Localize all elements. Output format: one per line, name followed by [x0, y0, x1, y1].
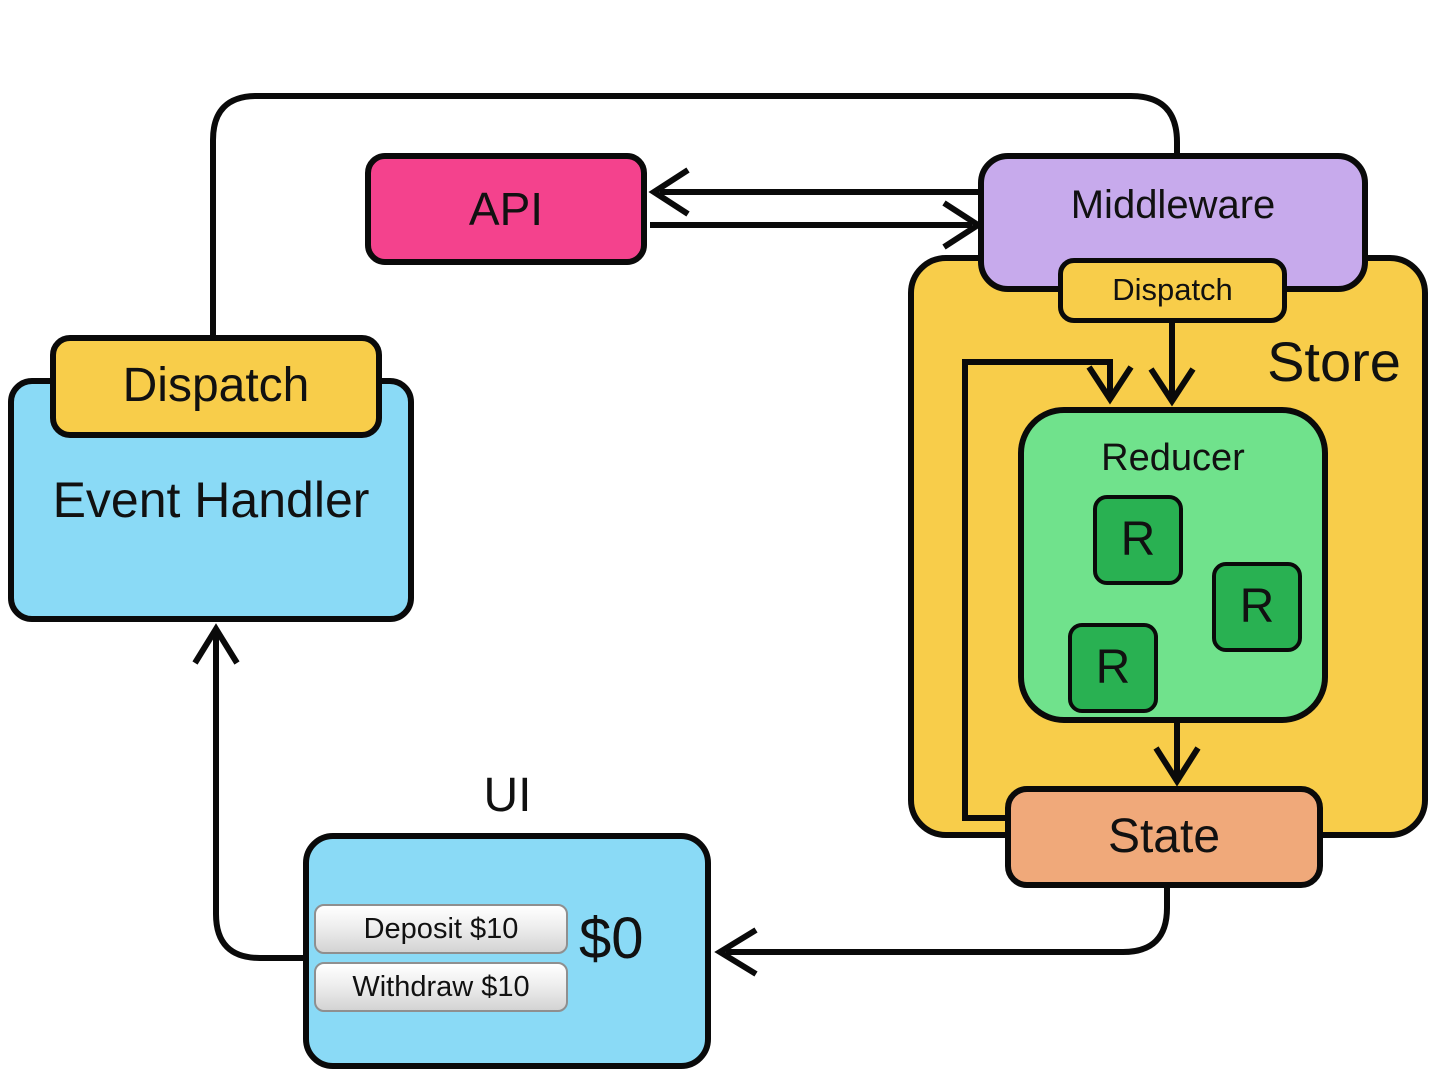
event-dispatch-box: Dispatch — [50, 335, 382, 438]
arrow-api-to-middleware — [650, 200, 984, 250]
store-dispatch-label: Dispatch — [1112, 272, 1233, 308]
reducer-chip: R — [1212, 562, 1302, 652]
event-handler-label: Event Handler — [52, 471, 370, 528]
reducer-label: Reducer — [1101, 437, 1245, 479]
event-dispatch-label: Dispatch — [122, 359, 310, 413]
reducer-chip-label: R — [1095, 640, 1131, 694]
reducer-chip-label: R — [1120, 512, 1156, 566]
arrow-ui-to-event-handler — [192, 623, 306, 961]
withdraw-button[interactable]: Withdraw $10 — [314, 962, 568, 1012]
api-label: API — [468, 182, 544, 235]
deposit-button[interactable]: Deposit $10 — [314, 904, 568, 954]
arrow-middleware-to-api — [648, 167, 982, 217]
store-label: Store — [1267, 330, 1401, 393]
ui-panel-label: UI — [483, 769, 532, 822]
deposit-button-label: Deposit $10 — [363, 912, 519, 945]
api-box: API — [365, 153, 647, 265]
state-label: State — [1107, 809, 1221, 863]
reducer-chip-label: R — [1239, 579, 1275, 633]
reducer-chip: R — [1093, 495, 1183, 585]
balance-text: $0 — [579, 906, 644, 971]
arrow-state-to-ui — [714, 888, 1170, 977]
state-box: State — [1005, 786, 1323, 888]
withdraw-button-label: Withdraw $10 — [352, 970, 530, 1003]
ui-panel: Deposit $10 Withdraw $10 $0 — [303, 833, 711, 1069]
reducer-box: Reducer R R R — [1018, 407, 1328, 723]
store-dispatch-box: Dispatch — [1058, 258, 1287, 323]
reducer-chip: R — [1068, 623, 1158, 713]
middleware-label: Middleware — [1070, 182, 1276, 227]
